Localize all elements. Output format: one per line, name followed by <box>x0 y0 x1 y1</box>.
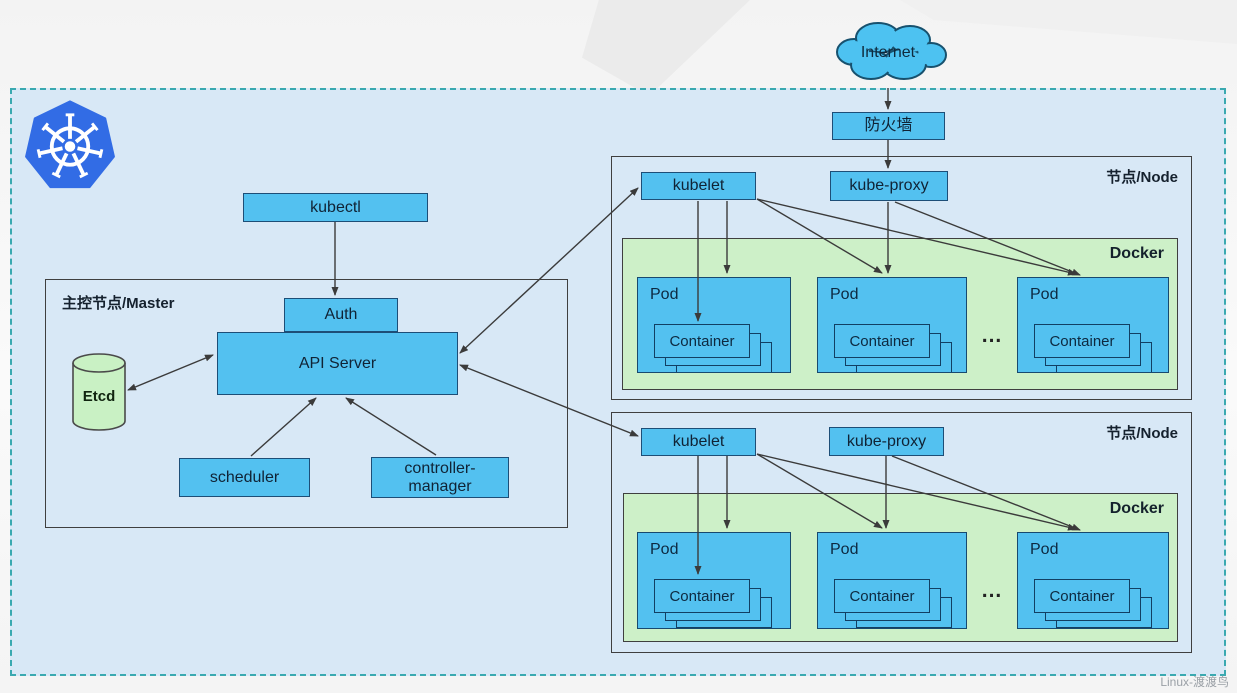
container-label: Container <box>849 587 915 605</box>
container-box: Container <box>1034 579 1130 613</box>
pod: Pod Container <box>817 532 967 629</box>
kube-proxy-label: kube-proxy <box>846 432 927 450</box>
scheduler-box: scheduler <box>179 458 310 497</box>
more-pods-ellipsis: ... <box>981 579 1003 602</box>
api-server-label: API Server <box>298 354 377 372</box>
container-box: Container <box>834 579 930 613</box>
container-label: Container <box>669 587 735 605</box>
kube-proxy-label: kube-proxy <box>849 177 929 195</box>
node-frame <box>611 412 1192 653</box>
background-shape <box>582 0 750 96</box>
etcd-cylinder: Etcd <box>72 353 126 431</box>
internet-cloud: Internet <box>836 22 947 80</box>
node-title: 节点/Node <box>1106 425 1178 442</box>
kubectl-box: kubectl <box>243 193 428 222</box>
api-server-box: API Server <box>217 332 458 395</box>
docker-label: Docker <box>1109 500 1164 517</box>
more-pods-ellipsis: ... <box>981 324 1003 347</box>
pod: Pod Container <box>817 277 967 373</box>
etcd-label: Etcd <box>83 388 116 405</box>
pod-label: Pod <box>650 286 679 303</box>
pod: Pod Container <box>1017 532 1169 629</box>
internet-label: Internet <box>861 44 916 61</box>
scheduler-label: scheduler <box>209 468 280 486</box>
container-label: Container <box>669 332 735 350</box>
pod-label: Pod <box>1030 541 1059 558</box>
master-title: 主控节点/Master <box>62 295 175 312</box>
kubelet-label: kubelet <box>672 433 725 451</box>
pod-label: Pod <box>650 541 679 558</box>
pod: Pod Container <box>1017 277 1169 373</box>
firewall-label: 防火墙 <box>864 117 913 135</box>
container-label: Container <box>849 332 915 350</box>
pod: Pod Container <box>637 277 791 373</box>
controller-manager-label: controller-manager <box>404 459 476 495</box>
pod: Pod Container <box>637 532 791 629</box>
controller-manager-box: controller-manager <box>371 457 509 498</box>
kube-proxy-box: kube-proxy <box>829 427 944 456</box>
container-label: Container <box>1049 587 1115 605</box>
container-box: Container <box>654 579 750 613</box>
kubelet-box: kubelet <box>641 428 756 456</box>
helm-wheel-icon <box>36 113 104 179</box>
kubelet-label: kubelet <box>672 177 725 195</box>
kubelet-box: kubelet <box>641 172 756 200</box>
kubernetes-logo-icon <box>25 100 115 189</box>
pod-label: Pod <box>1030 286 1059 303</box>
docker-label: Docker <box>1109 245 1164 262</box>
container-box: Container <box>654 324 750 358</box>
auth-label: Auth <box>324 306 358 324</box>
pod-label: Pod <box>830 541 859 558</box>
container-label: Container <box>1049 332 1115 350</box>
watermark: Linux-渡渡鸟 <box>1160 675 1229 689</box>
pod-label: Pod <box>830 286 859 303</box>
kubectl-label: kubectl <box>310 198 361 216</box>
auth-box: Auth <box>284 298 398 332</box>
node-title: 节点/Node <box>1106 169 1178 186</box>
firewall-box: 防火墙 <box>832 112 945 140</box>
container-box: Container <box>1034 324 1130 358</box>
container-box: Container <box>834 324 930 358</box>
kube-proxy-box: kube-proxy <box>830 171 948 201</box>
